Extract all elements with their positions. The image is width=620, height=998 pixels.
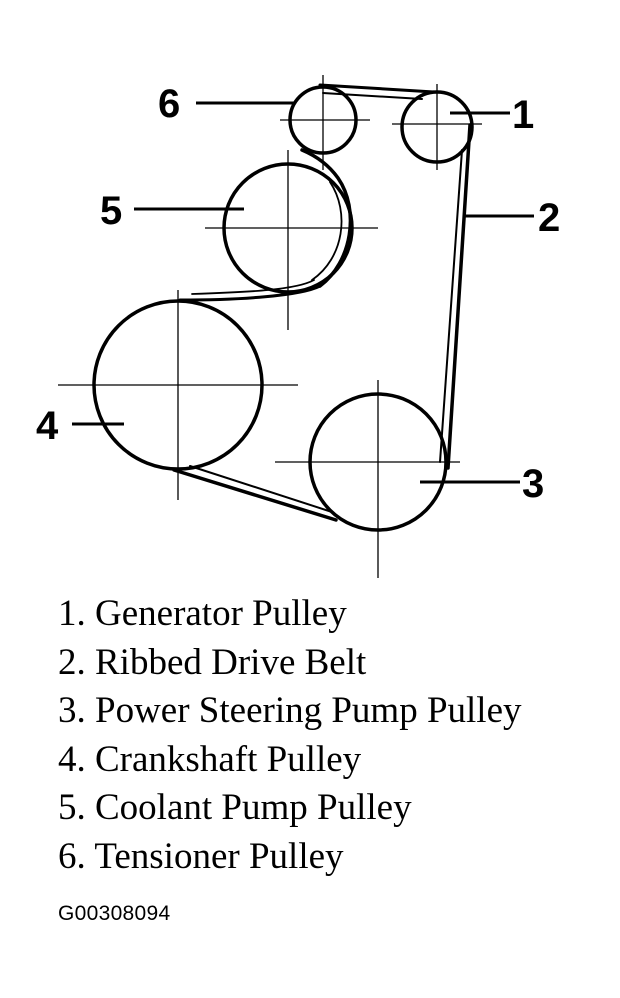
legend-number: 1. [58,593,86,634]
callout-leaders [72,101,534,484]
legend-label: Ribbed Drive Belt [95,641,367,683]
pulleys [92,85,474,532]
callout-3: 3 [522,462,544,506]
legend-number: 4. [58,738,86,780]
legend-item: 5. Coolant Pump Pulley [58,784,522,833]
legend-label: Crankshaft Pulley [95,738,362,780]
legend-item: 4. Crankshaft Pulley [58,736,522,785]
generator-pulley [400,90,474,164]
legend-label: Generator Pulley [95,593,347,634]
coolant-pump-pulley [222,162,354,294]
legend-number: 3. [58,690,86,731]
ribbed-drive-belt [172,83,472,522]
figure-code: G00308094 [58,902,171,925]
callout-1: 1 [512,93,534,137]
legend-label: Tensioner Pulley [94,835,344,877]
callout-5: 5 [100,189,122,233]
legend-item: 3. Power Steering Pump Pulley [58,687,522,736]
crankshaft-pulley [92,299,264,471]
legend-item: 2. Ribbed Drive Belt [58,639,522,688]
tensioner-pulley [288,85,358,155]
legend-item: 1. Generator Pulley [58,590,522,639]
legend-label: Power Steering Pump Pulley [95,690,522,731]
component-legend: 1. Generator Pulley 2. Ribbed Drive Belt… [58,590,522,881]
callout-2: 2 [538,196,560,240]
legend-number: 2. [58,641,86,683]
power-steering-pump-pulley [308,392,448,532]
callout-4: 4 [36,404,59,448]
legend-item: 6. Tensioner Pulley [58,833,522,882]
pulley-centerlines [58,75,482,578]
legend-label: Coolant Pump Pulley [95,787,412,828]
legend-number: 5. [58,787,86,828]
legend-number: 6. [58,835,86,877]
belt-routing-diagram: 6 1 5 2 4 3 [36,75,560,578]
callout-6: 6 [158,82,180,126]
